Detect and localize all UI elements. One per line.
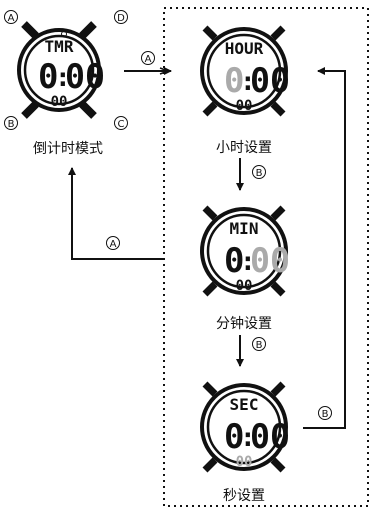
minute-digits-highlighted: 00 <box>250 241 290 281</box>
svg-text:A: A <box>145 54 152 65</box>
hour-digit-highlighted: 0 <box>224 61 244 101</box>
watch-second-setting: SEC 0 : 00 00 <box>200 381 290 473</box>
svg-text:C: C <box>118 119 125 130</box>
minute-digits: 00 <box>250 61 290 101</box>
sub-digits: 00 <box>236 278 253 294</box>
svg-text:A: A <box>8 13 15 24</box>
svg-text:B: B <box>256 340 263 351</box>
mode-word: HOUR <box>225 39 264 58</box>
colon: : <box>240 423 256 453</box>
arrow-hour-to-min: B <box>236 158 266 191</box>
watch-minute-setting: MIN 0 : 00 00 <box>200 205 290 297</box>
button-d-badge: D <box>114 10 128 24</box>
colon: : <box>55 63 71 93</box>
caption-hour-setting: 小时设置 <box>216 140 272 156</box>
svg-text:A: A <box>110 239 117 250</box>
button-a-badge: A <box>4 10 18 24</box>
button-c-badge: C <box>114 116 128 130</box>
svg-text:B: B <box>256 168 263 179</box>
mode-word: MIN <box>230 219 259 238</box>
watch-timer-mode: TMR 0 : 00 00 <box>17 21 105 119</box>
hour-digit: 0 <box>224 241 244 281</box>
setting-group-frame <box>163 7 369 507</box>
arrow-sec-to-hour: B <box>303 67 346 429</box>
hour-digit: 0 <box>38 57 58 97</box>
minute-digits: 00 <box>65 57 105 97</box>
sub-digits: 00 <box>51 94 68 110</box>
caption-second-setting: 秒设置 <box>223 488 265 504</box>
arrow-back-to-timer: A <box>68 167 164 260</box>
caption-timer-mode: 倒计时模式 <box>33 141 103 157</box>
sub-digits: 00 <box>236 98 253 114</box>
arrow-timer-to-hour: A <box>124 51 172 75</box>
alarm-icon <box>61 31 67 37</box>
watch-hour-setting: HOUR 0 : 00 00 <box>200 25 290 117</box>
mode-word: TMR <box>45 37 74 56</box>
colon: : <box>240 67 256 97</box>
svg-text:D: D <box>117 13 125 24</box>
arrow-min-to-sec: B <box>236 335 266 367</box>
button-b-badge: B <box>4 116 18 130</box>
sub-digits-highlighted: 00 <box>236 454 253 470</box>
svg-text:B: B <box>8 119 15 130</box>
hour-digit: 0 <box>224 417 244 457</box>
colon: : <box>240 247 256 277</box>
caption-minute-setting: 分钟设置 <box>216 315 272 332</box>
mode-word: SEC <box>230 395 259 414</box>
svg-text:B: B <box>322 409 329 420</box>
minute-digits: 00 <box>250 417 290 457</box>
